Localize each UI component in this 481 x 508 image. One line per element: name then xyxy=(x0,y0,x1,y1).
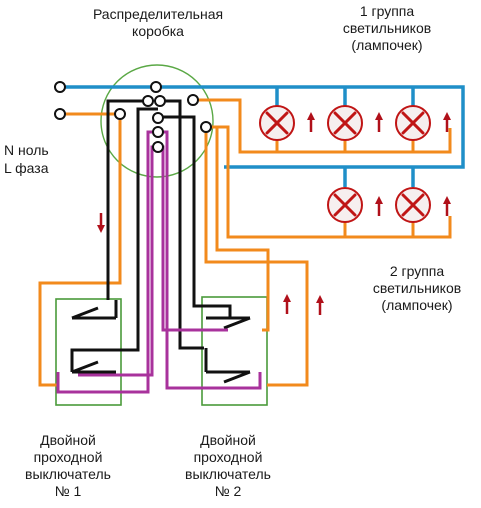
junction-box-label-line-2: коробка xyxy=(132,23,184,39)
switch-2-label-line-3: выключатель xyxy=(185,466,271,482)
terminals xyxy=(54,81,212,153)
arrow-up-icon xyxy=(307,112,315,132)
switch-1-body xyxy=(55,298,122,406)
switch-1-label: Двойной проходной выключатель № 1 xyxy=(8,432,128,500)
lamps xyxy=(259,105,431,223)
arrow-up-icon xyxy=(443,196,451,216)
terminal-box-1 xyxy=(150,81,162,93)
switch-1-label-line-3: выключатель xyxy=(25,466,111,482)
terminal-neutral-in xyxy=(54,81,66,93)
terminal-box-4 xyxy=(187,94,199,106)
phase-label: L фаза xyxy=(4,160,49,176)
group-1-label-line-2: светильников xyxy=(342,20,432,36)
arrow-up-icon xyxy=(375,112,383,132)
terminal-box-6 xyxy=(152,112,164,124)
switch-1-label-line-4: № 1 xyxy=(54,483,82,499)
terminal-box-9 xyxy=(200,121,212,133)
switch-1-label-line-2: проходной xyxy=(33,449,103,465)
arrow-up-icon xyxy=(443,112,451,132)
terminal-box-2 xyxy=(142,95,154,107)
switch-1-label-line-1: Двойной xyxy=(40,432,96,448)
terminal-box-7 xyxy=(152,126,164,138)
group-1-label: 1 группа светильников (лампочек) xyxy=(322,3,452,54)
group-2-label-line-2: светильников xyxy=(372,280,462,296)
terminal-box-8 xyxy=(152,141,164,153)
lamp-icon xyxy=(395,105,431,141)
group-2-label: 2 группа светильников (лампочек) xyxy=(352,263,481,314)
group-2-label-line-1: 2 группа xyxy=(389,263,445,279)
group-2-label-line-3: (лампочек) xyxy=(381,297,453,313)
group-1-label-line-3: (лампочек) xyxy=(351,37,423,53)
terminal-box-5 xyxy=(114,108,126,120)
switch-2-label-line-4: № 2 xyxy=(214,483,242,499)
lamp-icon xyxy=(327,105,363,141)
terminal-phase-in xyxy=(54,108,66,120)
lamp-icon xyxy=(259,105,295,141)
arrow-up-icon xyxy=(316,295,324,315)
switch-2-label-line-1: Двойной xyxy=(200,432,256,448)
lamp-icon xyxy=(395,187,431,223)
group-1-label-line-1: 1 группа xyxy=(359,3,415,19)
junction-box-label: Распределительная коробка xyxy=(58,6,258,40)
junction-box-label-line-1: Распределительная xyxy=(92,6,224,22)
arrow-up-icon xyxy=(283,294,291,314)
switch-2-label-line-2: проходной xyxy=(193,449,263,465)
neutral-label: N ноль xyxy=(4,142,49,158)
traveller-wires-black xyxy=(70,99,251,384)
switch-2-body xyxy=(201,296,268,406)
arrow-down-icon xyxy=(97,213,105,233)
junction-box xyxy=(100,64,214,178)
phase-wires xyxy=(38,98,452,387)
arrow-up-icon xyxy=(375,196,383,216)
current-arrows xyxy=(97,112,451,315)
switch-2-label: Двойной проходной выключатель № 2 xyxy=(168,432,288,500)
lamp-icon xyxy=(327,187,363,223)
neutral-wires xyxy=(62,85,465,187)
terminal-box-3 xyxy=(154,95,166,107)
